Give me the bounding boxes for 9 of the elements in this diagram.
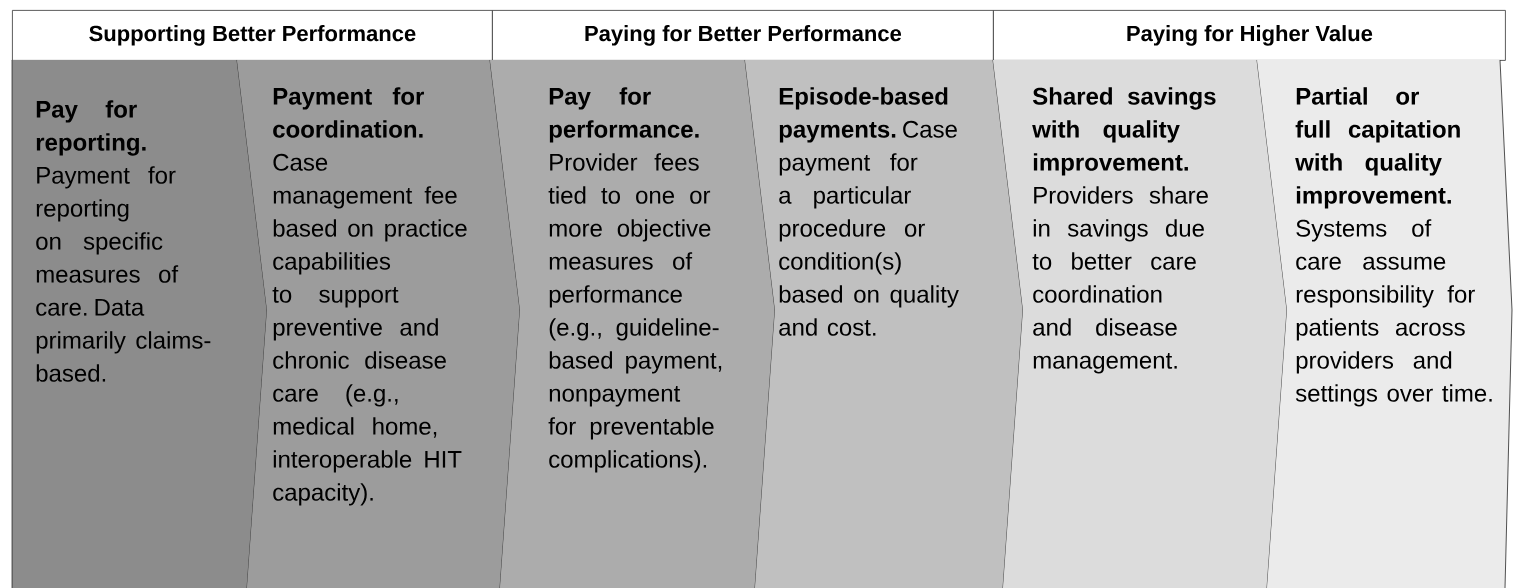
chevron-column: Payment for coordination. Case management fee based on practice capabilities to support preventive and chronic disease care (e.g., medical home, interoperable HIT capacity). bbox=[237, 59, 521, 588]
stage-header: Paying for Higher Value bbox=[993, 10, 1506, 61]
chevron-column: Pay for performance. Provider fees tied to one or more objective measures of performance (e.g., guideline-based payment, nonpayment for preventable complications). bbox=[490, 59, 776, 588]
stage-header: Supporting Better Performance bbox=[12, 10, 493, 61]
chevron-column: Shared savings with quality improvement. Providers share in savings due to better care coordination and disease management. bbox=[993, 59, 1288, 588]
chevron-column: Partial or full capitation with quality improvement. Systems of care assume responsibility for patients across providers and settings over time. bbox=[1257, 59, 1513, 588]
chevron-column: Episode-based payments. Case payment for a particular procedure or condition(s) based on quality and cost. bbox=[745, 59, 1024, 588]
stage-header: Paying for Better Performance bbox=[492, 10, 994, 61]
chevron-column: Pay for reporting. Payment for reporting on specific measures of care. Data primarily claims-based. bbox=[11, 59, 268, 588]
